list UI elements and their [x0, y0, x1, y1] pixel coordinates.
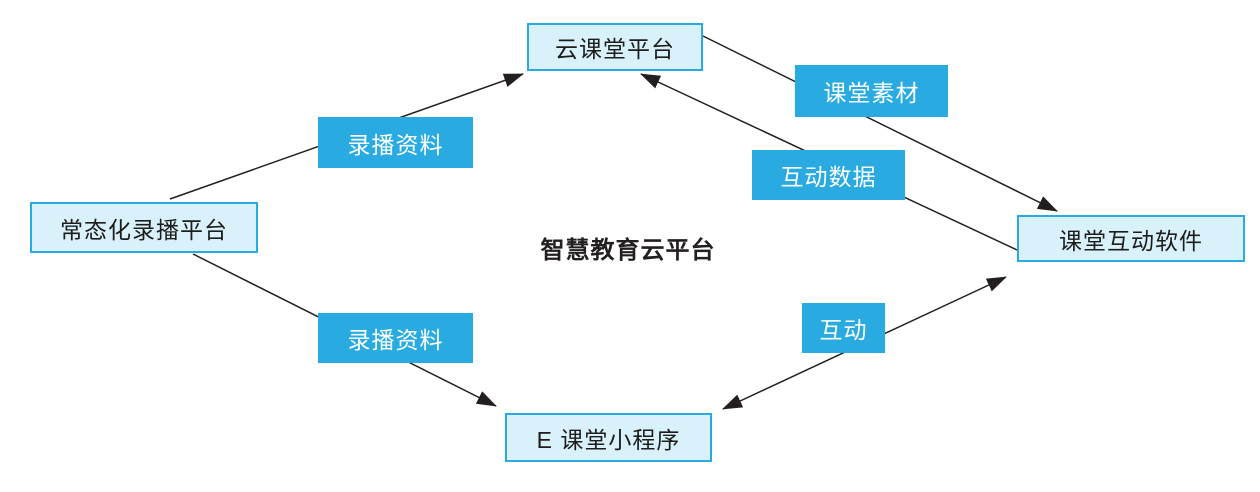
edge-label-interaction-data-text: 互动数据 — [780, 164, 877, 190]
edge-label-recording-materials-bottom: 录播资料 — [318, 313, 473, 363]
edge-label-interaction: 互动 — [802, 303, 885, 353]
node-cloud-classroom-platform-label: 云课堂平台 — [555, 36, 675, 62]
edge-label-interaction-data: 互动数据 — [752, 150, 905, 200]
edge-label-classroom-materials-text: 课堂素材 — [823, 80, 920, 106]
node-e-classroom-mini-program: E 课堂小程序 — [505, 413, 712, 462]
node-classroom-interaction-software-label: 课堂互动软件 — [1059, 227, 1203, 254]
node-normalized-recording-platform: 常态化录播平台 — [30, 202, 258, 253]
node-cloud-classroom-platform: 云课堂平台 — [527, 23, 703, 71]
node-normalized-recording-platform-label: 常态化录播平台 — [60, 216, 228, 243]
edge-label-recording-materials-top: 录播资料 — [318, 117, 473, 168]
edge-label-recording-materials-bottom-text: 录播资料 — [347, 327, 444, 353]
edge-label-recording-materials-top-text: 录播资料 — [347, 131, 444, 158]
diagram-title: 智慧教育云平台 — [540, 237, 716, 264]
edge-label-classroom-materials: 课堂素材 — [795, 65, 948, 117]
node-e-classroom-mini-program-label: E 课堂小程序 — [536, 426, 681, 453]
node-classroom-interaction-software: 课堂互动软件 — [1017, 215, 1245, 262]
edge-label-interaction-text: 互动 — [819, 317, 868, 343]
edge-cloud-to-interaction-software — [702, 35, 1058, 212]
